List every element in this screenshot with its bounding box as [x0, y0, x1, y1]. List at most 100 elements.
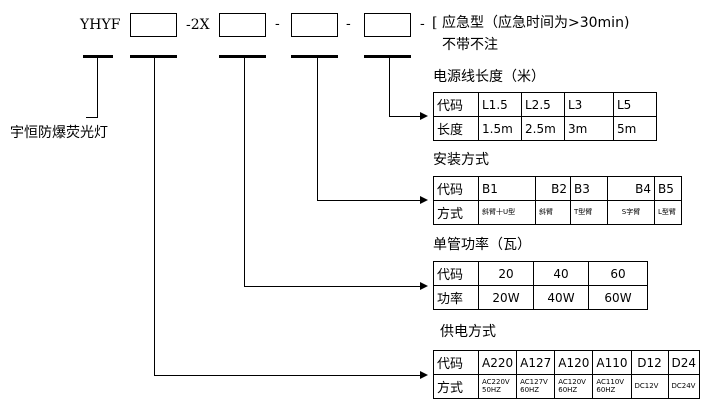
table-cell: B2 [535, 176, 571, 201]
table-cell: 斜臂十U型 [478, 200, 536, 225]
power-table: 代码 20 40 60 功率 20W 40W 60W [433, 261, 648, 310]
table-cell: 40 [533, 261, 589, 286]
table-cell: 1.5m [478, 116, 522, 141]
table-row: 代码 A220 A127 A120 A110 D12 D24 [433, 350, 701, 375]
table-cell: 斜臂 [535, 200, 571, 225]
table-cell: 代码 [433, 261, 479, 286]
table-cell: 60W [588, 285, 648, 310]
leader-install-v [317, 58, 318, 200]
table-cell: 方式 [433, 200, 479, 225]
leader-power-v [244, 58, 245, 286]
supply-voltage: AC220V [482, 377, 510, 386]
supply-frequency: 60HZ [558, 385, 578, 394]
product-name: 宇恒防爆荧光灯 [10, 125, 108, 141]
arrow-install-icon [420, 196, 428, 204]
table-cell: D12 [630, 350, 669, 375]
code-prefix: YHYF [80, 17, 121, 33]
supply-section-title: 供电方式 [440, 324, 496, 340]
table-cell: 20 [478, 261, 534, 286]
leader-prefix-v [97, 58, 98, 117]
table-cell: 功率 [433, 285, 479, 310]
leader-supply-v [154, 58, 155, 375]
table-cell: 代码 [433, 176, 479, 201]
underline-power [219, 55, 266, 58]
table-cell: 20W [478, 285, 534, 310]
cable-table: 代码 L1.5 L2.5 L3 L5 长度 1.5m 2.5m 3m 5m [433, 92, 657, 141]
arrow-supply-icon [420, 371, 428, 379]
underline-install [291, 55, 338, 58]
table-cell: 代码 [433, 92, 479, 117]
supply-frequency: 50HZ [482, 385, 501, 394]
table-cell: 5m [613, 116, 657, 141]
table-cell: 方式 [433, 374, 479, 399]
table-cell: 2.5m [521, 116, 565, 141]
leader-cable-v [389, 58, 390, 116]
table-row: 长度 1.5m 2.5m 3m 5m [433, 116, 657, 141]
leader-power-h [244, 286, 421, 287]
table-cell: L3 [564, 92, 614, 117]
table-cell: B1 [478, 176, 536, 201]
table-row: 代码 B1 B2 B3 B4 B5 [433, 176, 682, 201]
table-cell: T型臂 [570, 200, 608, 225]
table-cell: D24 [667, 350, 701, 375]
table-row: 方式 斜臂十U型 斜臂 T型臂 S字臂 L型臂 [433, 200, 682, 225]
supply-voltage: AC127V [520, 377, 548, 386]
install-table: 代码 B1 B2 B3 B4 B5 方式 斜臂十U型 斜臂 T型臂 S字臂 L型… [433, 176, 682, 225]
code-bracket: [ [432, 15, 438, 31]
table-cell: DC12V [630, 374, 669, 399]
code-dash-1: - [275, 16, 280, 32]
table-cell: B3 [570, 176, 608, 201]
leader-install-h [317, 200, 421, 201]
power-section-title: 单管功率（瓦） [433, 237, 531, 253]
table-cell: B5 [654, 176, 682, 201]
supply-voltage: AC110V [596, 377, 625, 386]
supply-frequency: 60HZ [596, 385, 616, 394]
table-cell: L型臂 [654, 200, 682, 225]
supply-voltage: DC12V [634, 381, 659, 390]
table-cell: DC24V [667, 374, 701, 399]
code-dash-2: - [346, 16, 351, 32]
table-row: 代码 20 40 60 [433, 261, 648, 286]
underline-prefix [83, 55, 113, 58]
table-cell: L2.5 [521, 92, 565, 117]
table-row: 功率 20W 40W 60W [433, 285, 648, 310]
table-cell: B4 [607, 176, 655, 201]
cable-section-title: 电源线长度（米） [433, 69, 545, 85]
table-cell: L5 [613, 92, 657, 117]
code-dash-3: - [420, 16, 425, 32]
supply-voltage: DC24V [671, 381, 696, 390]
code-box-supply [130, 13, 177, 37]
leader-prefix-h [86, 117, 98, 118]
code-box-power [219, 13, 266, 37]
code-box-install [291, 13, 338, 37]
table-cell: A220 [477, 350, 518, 375]
supply-frequency: 60HZ [520, 385, 540, 394]
supply-voltage: AC120V [558, 377, 586, 386]
table-cell: 代码 [433, 350, 479, 375]
table-cell: A120 [554, 350, 594, 375]
table-cell: 40W [533, 285, 589, 310]
emergency-option-label: 应急型（应急时间为>30min) [442, 15, 630, 31]
install-section-title: 安装方式 [433, 152, 489, 168]
table-cell: L1.5 [478, 92, 522, 117]
table-cell: 60 [588, 261, 648, 286]
leader-supply-h [154, 375, 421, 376]
arrow-cable-icon [420, 112, 428, 120]
table-cell: A110 [592, 350, 632, 375]
underline-supply [130, 55, 177, 58]
table-cell: S字臂 [607, 200, 655, 225]
underline-cable [364, 55, 411, 58]
code-box-cable [364, 13, 411, 37]
table-cell: A127 [516, 350, 556, 375]
no-tag-label: 不带不注 [442, 37, 498, 53]
table-cell: 3m [564, 116, 614, 141]
table-row: 代码 L1.5 L2.5 L3 L5 [433, 92, 657, 117]
leader-cable-h [389, 116, 421, 117]
code-sep-2x: -2X [186, 17, 210, 33]
table-cell: 长度 [433, 116, 479, 141]
